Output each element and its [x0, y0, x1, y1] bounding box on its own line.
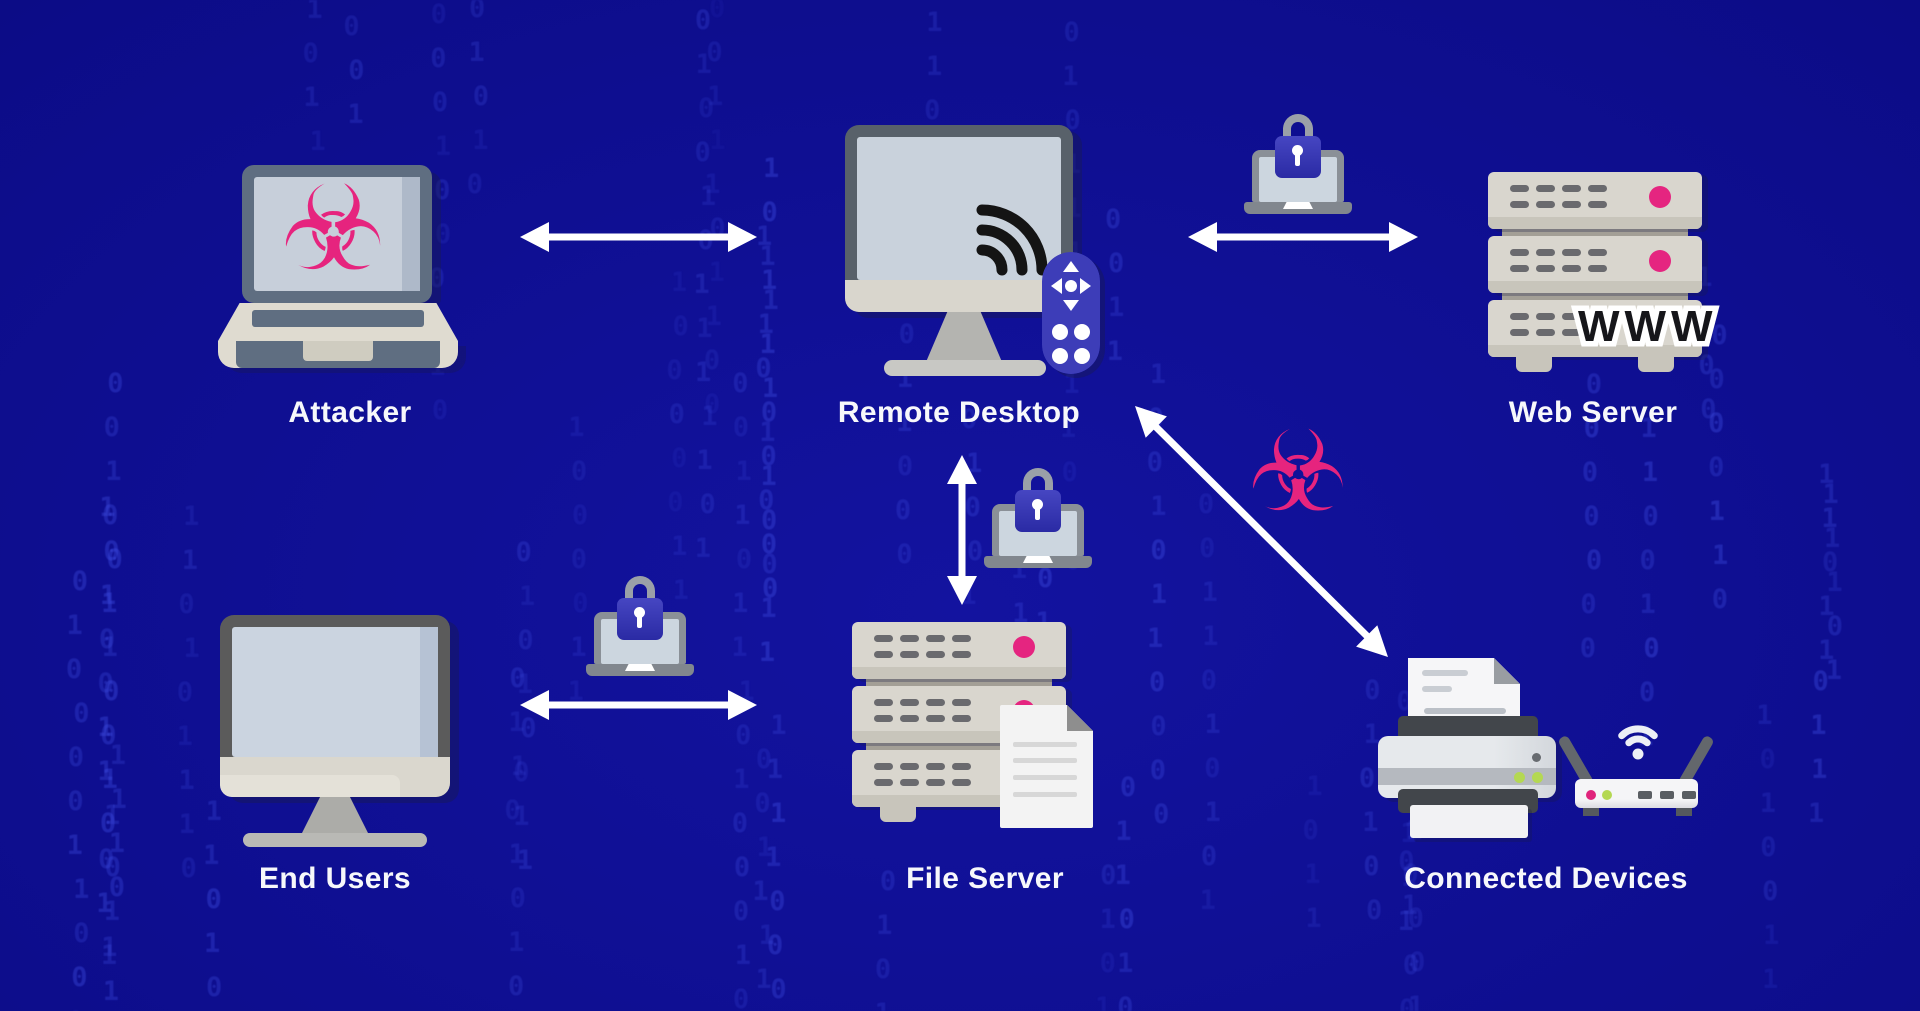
router-led [1586, 790, 1596, 800]
wireless-signal-icon [976, 204, 1048, 276]
end-users-label: End Users [259, 862, 411, 895]
web-server-icon [1488, 172, 1702, 372]
server-led [1013, 636, 1035, 658]
server-unit [852, 622, 1066, 679]
server-led [1649, 250, 1671, 272]
connected-devices-label: Connected Devices [1404, 862, 1688, 895]
attacker-label: Attacker [288, 396, 412, 429]
server-unit [1488, 172, 1702, 229]
remote-desktop-label: Remote Desktop [837, 396, 1081, 429]
edge-remote-desktop-web-server [1188, 222, 1418, 252]
www-badge: WWW WWW [1573, 297, 1719, 357]
printer-led [1514, 772, 1525, 783]
edge-remote-desktop-file-server [947, 455, 977, 605]
server-unit [1488, 300, 1702, 357]
file-server-label: File Server [906, 862, 1064, 895]
secure-connection-laptop-lock-icon [1244, 112, 1352, 214]
edge-remote-desktop-connected-devices [1135, 406, 1388, 657]
printer-led [1532, 772, 1543, 783]
server-led [1649, 186, 1671, 208]
server-unit [1488, 236, 1702, 293]
secure-connection-laptop-lock-icon [984, 466, 1092, 568]
biohazard-icon: ☣ [280, 159, 386, 298]
edge-end-users-file-server [520, 690, 757, 720]
wifi-signal-icon [1618, 725, 1658, 760]
router-led [1602, 790, 1612, 800]
biohazard-icon: ☣ [1247, 407, 1349, 538]
secure-connection-laptop-lock-icon [586, 574, 694, 676]
web-server-label: Web Server [1508, 396, 1678, 429]
edge-attacker-remote-desktop [520, 222, 757, 252]
remote-control-icon [1042, 252, 1100, 374]
